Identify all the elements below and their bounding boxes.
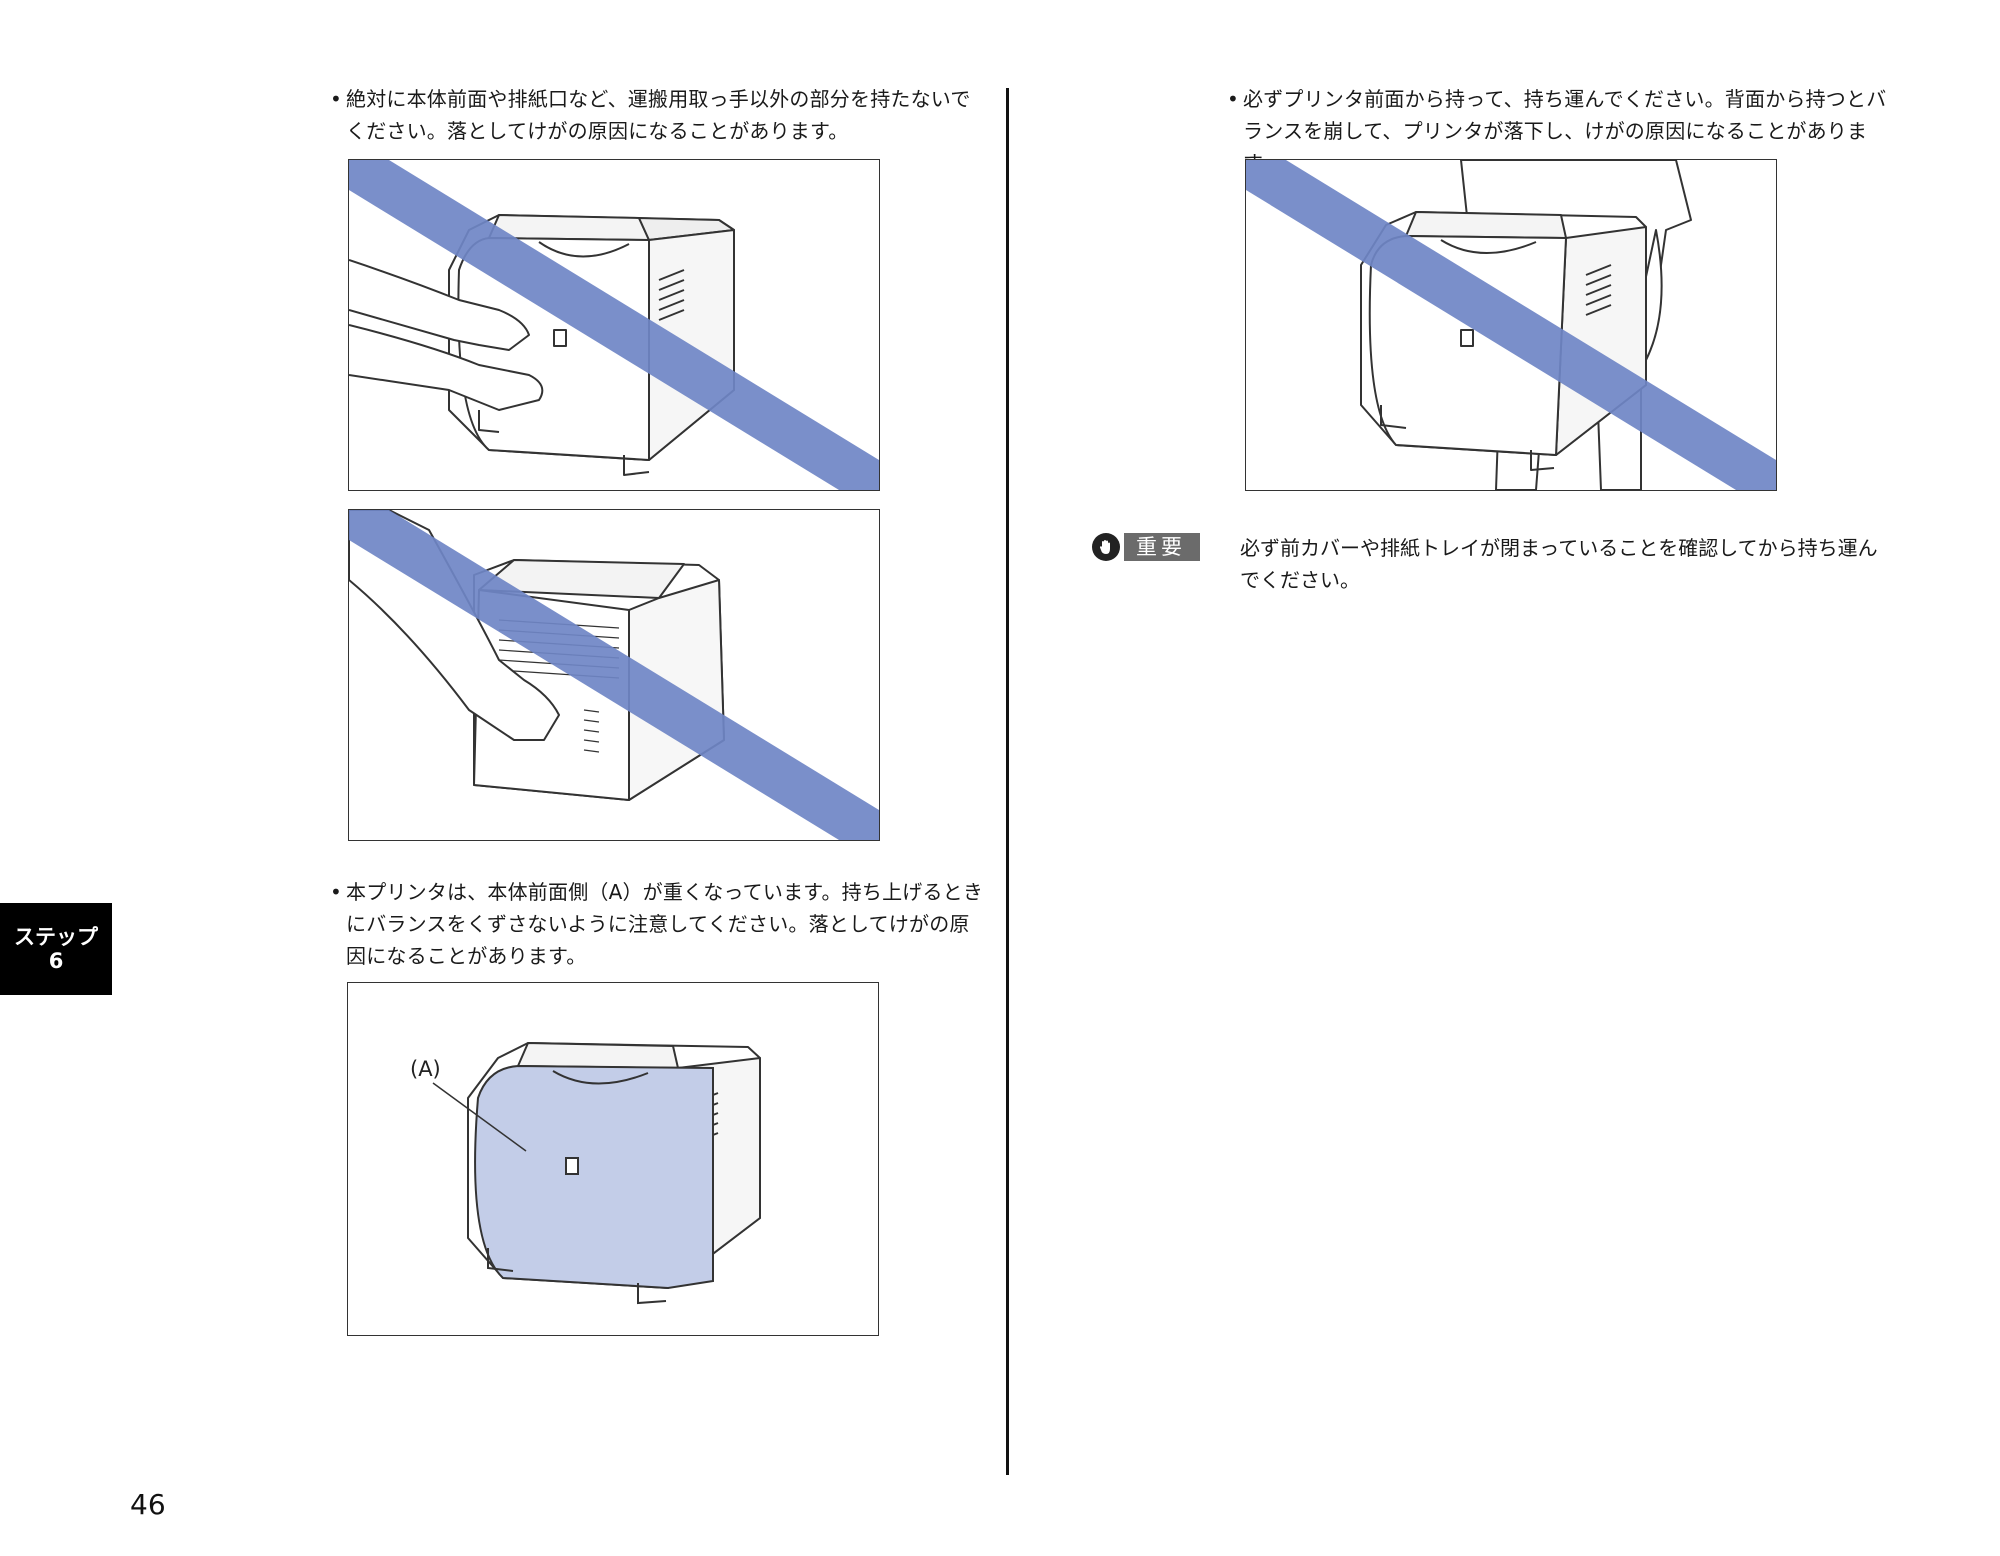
column-divider xyxy=(1006,88,1009,1475)
prohibition-band xyxy=(349,510,879,840)
printer-front-heavy-illustration: (A) xyxy=(410,1042,761,1305)
step-tab-number: 6 xyxy=(48,949,64,973)
figure-label-a: (A) xyxy=(410,1057,441,1081)
figure-front-hold-prohibited xyxy=(348,159,880,491)
important-badge: 重要 xyxy=(1092,532,1200,562)
step-side-tab: ステップ 6 xyxy=(0,903,112,995)
prohibition-band xyxy=(1246,160,1776,490)
callout-line xyxy=(432,1082,527,1152)
bullet-dot: • xyxy=(330,87,342,111)
printer-front-illustration xyxy=(349,160,879,490)
bullet-text-2: • 本プリンタは、本体前面側（A）が重くなっています。持ち上げるときにバランスを… xyxy=(330,876,986,972)
page-number: 46 xyxy=(130,1488,166,1521)
person-carrying-printer-illustration xyxy=(1246,160,1776,490)
bullet-dot: • xyxy=(330,880,342,904)
figure-rear-hold-prohibited xyxy=(348,509,880,841)
printer-rear-illustration xyxy=(349,510,879,840)
prohibition-band xyxy=(349,160,879,490)
important-note-text: 必ず前カバーや排紙トレイが閉まっていることを確認してから持ち運んでください。 xyxy=(1240,536,1878,592)
bullet-2-text: 本プリンタは、本体前面側（A）が重くなっています。持ち上げるときにバランスをくず… xyxy=(346,880,984,968)
front-highlight-region xyxy=(474,1064,714,1290)
bullet-dot: • xyxy=(1227,87,1239,111)
figure-carry-front xyxy=(1245,159,1777,491)
figure-front-heavy: (A) xyxy=(347,982,879,1336)
hand-stop-icon xyxy=(1092,533,1120,561)
bullet-1-text: 絶対に本体前面や排紙口など、運搬用取っ手以外の部分を持たないでください。落として… xyxy=(346,87,971,143)
important-label: 重要 xyxy=(1124,533,1200,561)
bullet-text-1: • 絶対に本体前面や排紙口など、運搬用取っ手以外の部分を持たないでください。落と… xyxy=(330,83,986,147)
step-tab-label: ステップ xyxy=(14,925,98,949)
